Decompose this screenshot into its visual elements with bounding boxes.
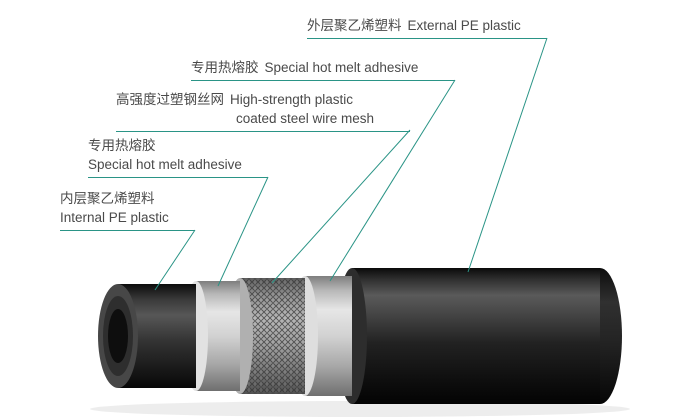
- label-mesh-cn: 高强度过塑钢丝网: [116, 92, 224, 107]
- leader-line-internal-pe: [154, 229, 196, 291]
- label-internal-pe: 内层聚乙烯塑料 Internal PE plastic: [60, 189, 195, 231]
- leader-line-external-pe: [467, 37, 548, 273]
- leader-line-hot-melt-lower: [217, 176, 269, 287]
- label-internal-pe-en: Internal PE plastic: [60, 210, 169, 225]
- pipe-bore: [108, 309, 128, 363]
- pipe-inner-pe-layer: [98, 284, 196, 388]
- pipe-outer-body: [352, 268, 600, 404]
- label-external-pe: 外层聚乙烯塑料 External PE plastic: [307, 16, 547, 39]
- label-hot-melt-lower: 专用热熔胶 Special hot melt adhesive: [88, 136, 268, 178]
- leader-line-mesh: [271, 129, 411, 284]
- label-hot-melt-upper-en: Special hot melt adhesive: [264, 60, 419, 75]
- label-hot-melt-lower-en: Special hot melt adhesive: [88, 157, 242, 172]
- leader-line-hot-melt-upper: [329, 79, 456, 282]
- label-mesh-en-line1: High-strength plastic: [230, 92, 354, 107]
- pipe-shadow: [90, 401, 630, 417]
- label-external-pe-cn: 外层聚乙烯塑料: [307, 18, 402, 33]
- label-mesh-en-line2: coated steel wire mesh: [236, 111, 375, 126]
- label-external-pe-en: External PE plastic: [407, 18, 521, 33]
- pipe-mesh-layer: [227, 278, 305, 394]
- label-hot-melt-lower-cn: 专用热熔胶: [88, 138, 156, 153]
- label-internal-pe-cn: 内层聚乙烯塑料: [60, 191, 155, 206]
- leader-lines: [154, 37, 548, 291]
- label-hot-melt-upper-cn: 专用热熔胶: [191, 60, 259, 75]
- label-hot-melt-upper: 专用热熔胶 Special hot melt adhesive: [191, 58, 455, 81]
- label-mesh: 高强度过塑钢丝网 High-strength plastic coated ste…: [116, 90, 410, 132]
- pipe-outer-pe-layer: [337, 268, 622, 404]
